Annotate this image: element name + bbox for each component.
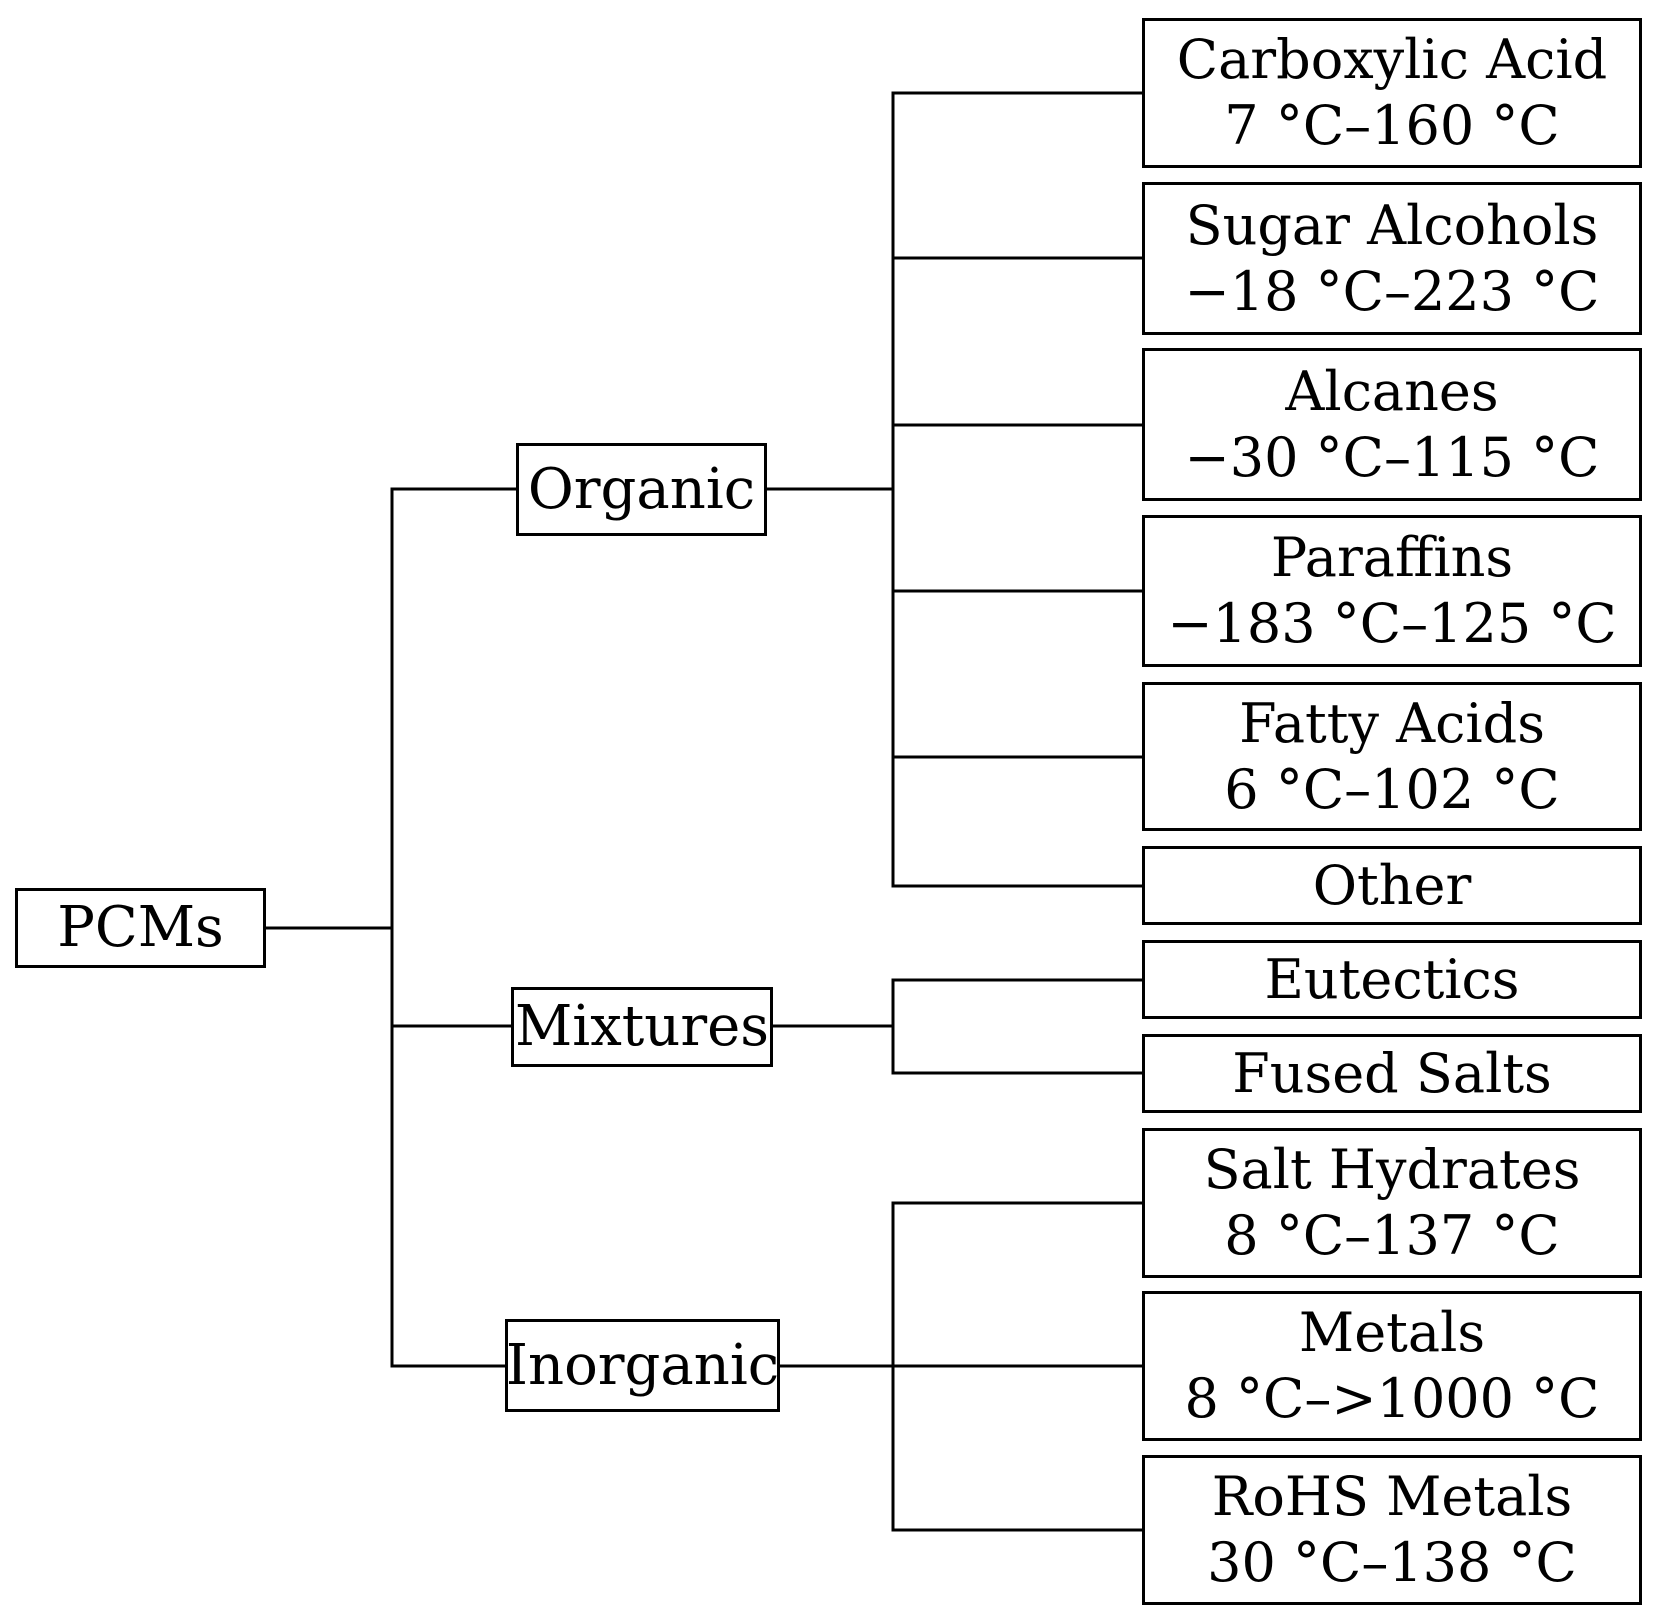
leaf-range: 6 °C–102 °C [1224,757,1560,821]
leaf-node-salt-hydrates: Salt Hydrates 8 °C–137 °C [1142,1128,1642,1278]
leaf-range: −18 °C–223 °C [1184,259,1600,323]
leaf-name: Alcanes [1285,359,1499,423]
leaf-range: −30 °C–115 °C [1184,425,1600,489]
leaf-name: Fatty Acids [1239,691,1545,755]
leaf-node-other: Other [1142,846,1642,925]
leaf-node-metals: Metals 8 °C–>1000 °C [1142,1291,1642,1441]
category-label: Inorganic [505,1332,780,1398]
leaf-name: Fused Salts [1232,1041,1552,1105]
leaf-name: Metals [1298,1301,1486,1364]
leaf-range: 8 °C–>1000 °C [1184,1367,1600,1430]
category-node-inorganic: Inorganic [505,1319,780,1412]
category-node-mixtures: Mixtures [511,987,773,1067]
leaf-name: Salt Hydrates [1203,1138,1581,1201]
leaf-range: 30 °C–138 °C [1207,1531,1577,1594]
leaf-node-alcanes: Alcanes −30 °C–115 °C [1142,348,1642,501]
leaf-node-paraffins: Paraffins −183 °C–125 °C [1142,515,1642,667]
category-label: Mixtures [514,994,770,1059]
root-label: PCMs [57,895,224,960]
leaf-node-carboxylic-acid: Carboxylic Acid 7 °C–160 °C [1142,18,1642,168]
category-node-organic: Organic [516,443,767,536]
leaf-node-sugar-alcohols: Sugar Alcohols −18 °C–223 °C [1142,182,1642,335]
leaf-node-eutectics: Eutectics [1142,940,1642,1019]
leaf-name: Eutectics [1264,947,1520,1011]
leaf-range: 8 °C–137 °C [1224,1204,1560,1267]
leaf-range: −183 °C–125 °C [1167,592,1617,655]
leaf-name: RoHS Metals [1211,1465,1573,1528]
root-node-pcms: PCMs [15,888,266,968]
leaf-name: Paraffins [1270,526,1514,589]
category-label: Organic [527,456,756,522]
leaf-name: Sugar Alcohols [1185,193,1599,257]
leaf-range: 7 °C–160 °C [1224,94,1560,157]
leaf-node-rohs-metals: RoHS Metals 30 °C–138 °C [1142,1455,1642,1605]
leaf-name: Other [1312,853,1472,917]
leaf-name: Carboxylic Acid [1176,28,1608,91]
leaf-node-fused-salts: Fused Salts [1142,1034,1642,1113]
leaf-node-fatty-acids: Fatty Acids 6 °C–102 °C [1142,682,1642,831]
